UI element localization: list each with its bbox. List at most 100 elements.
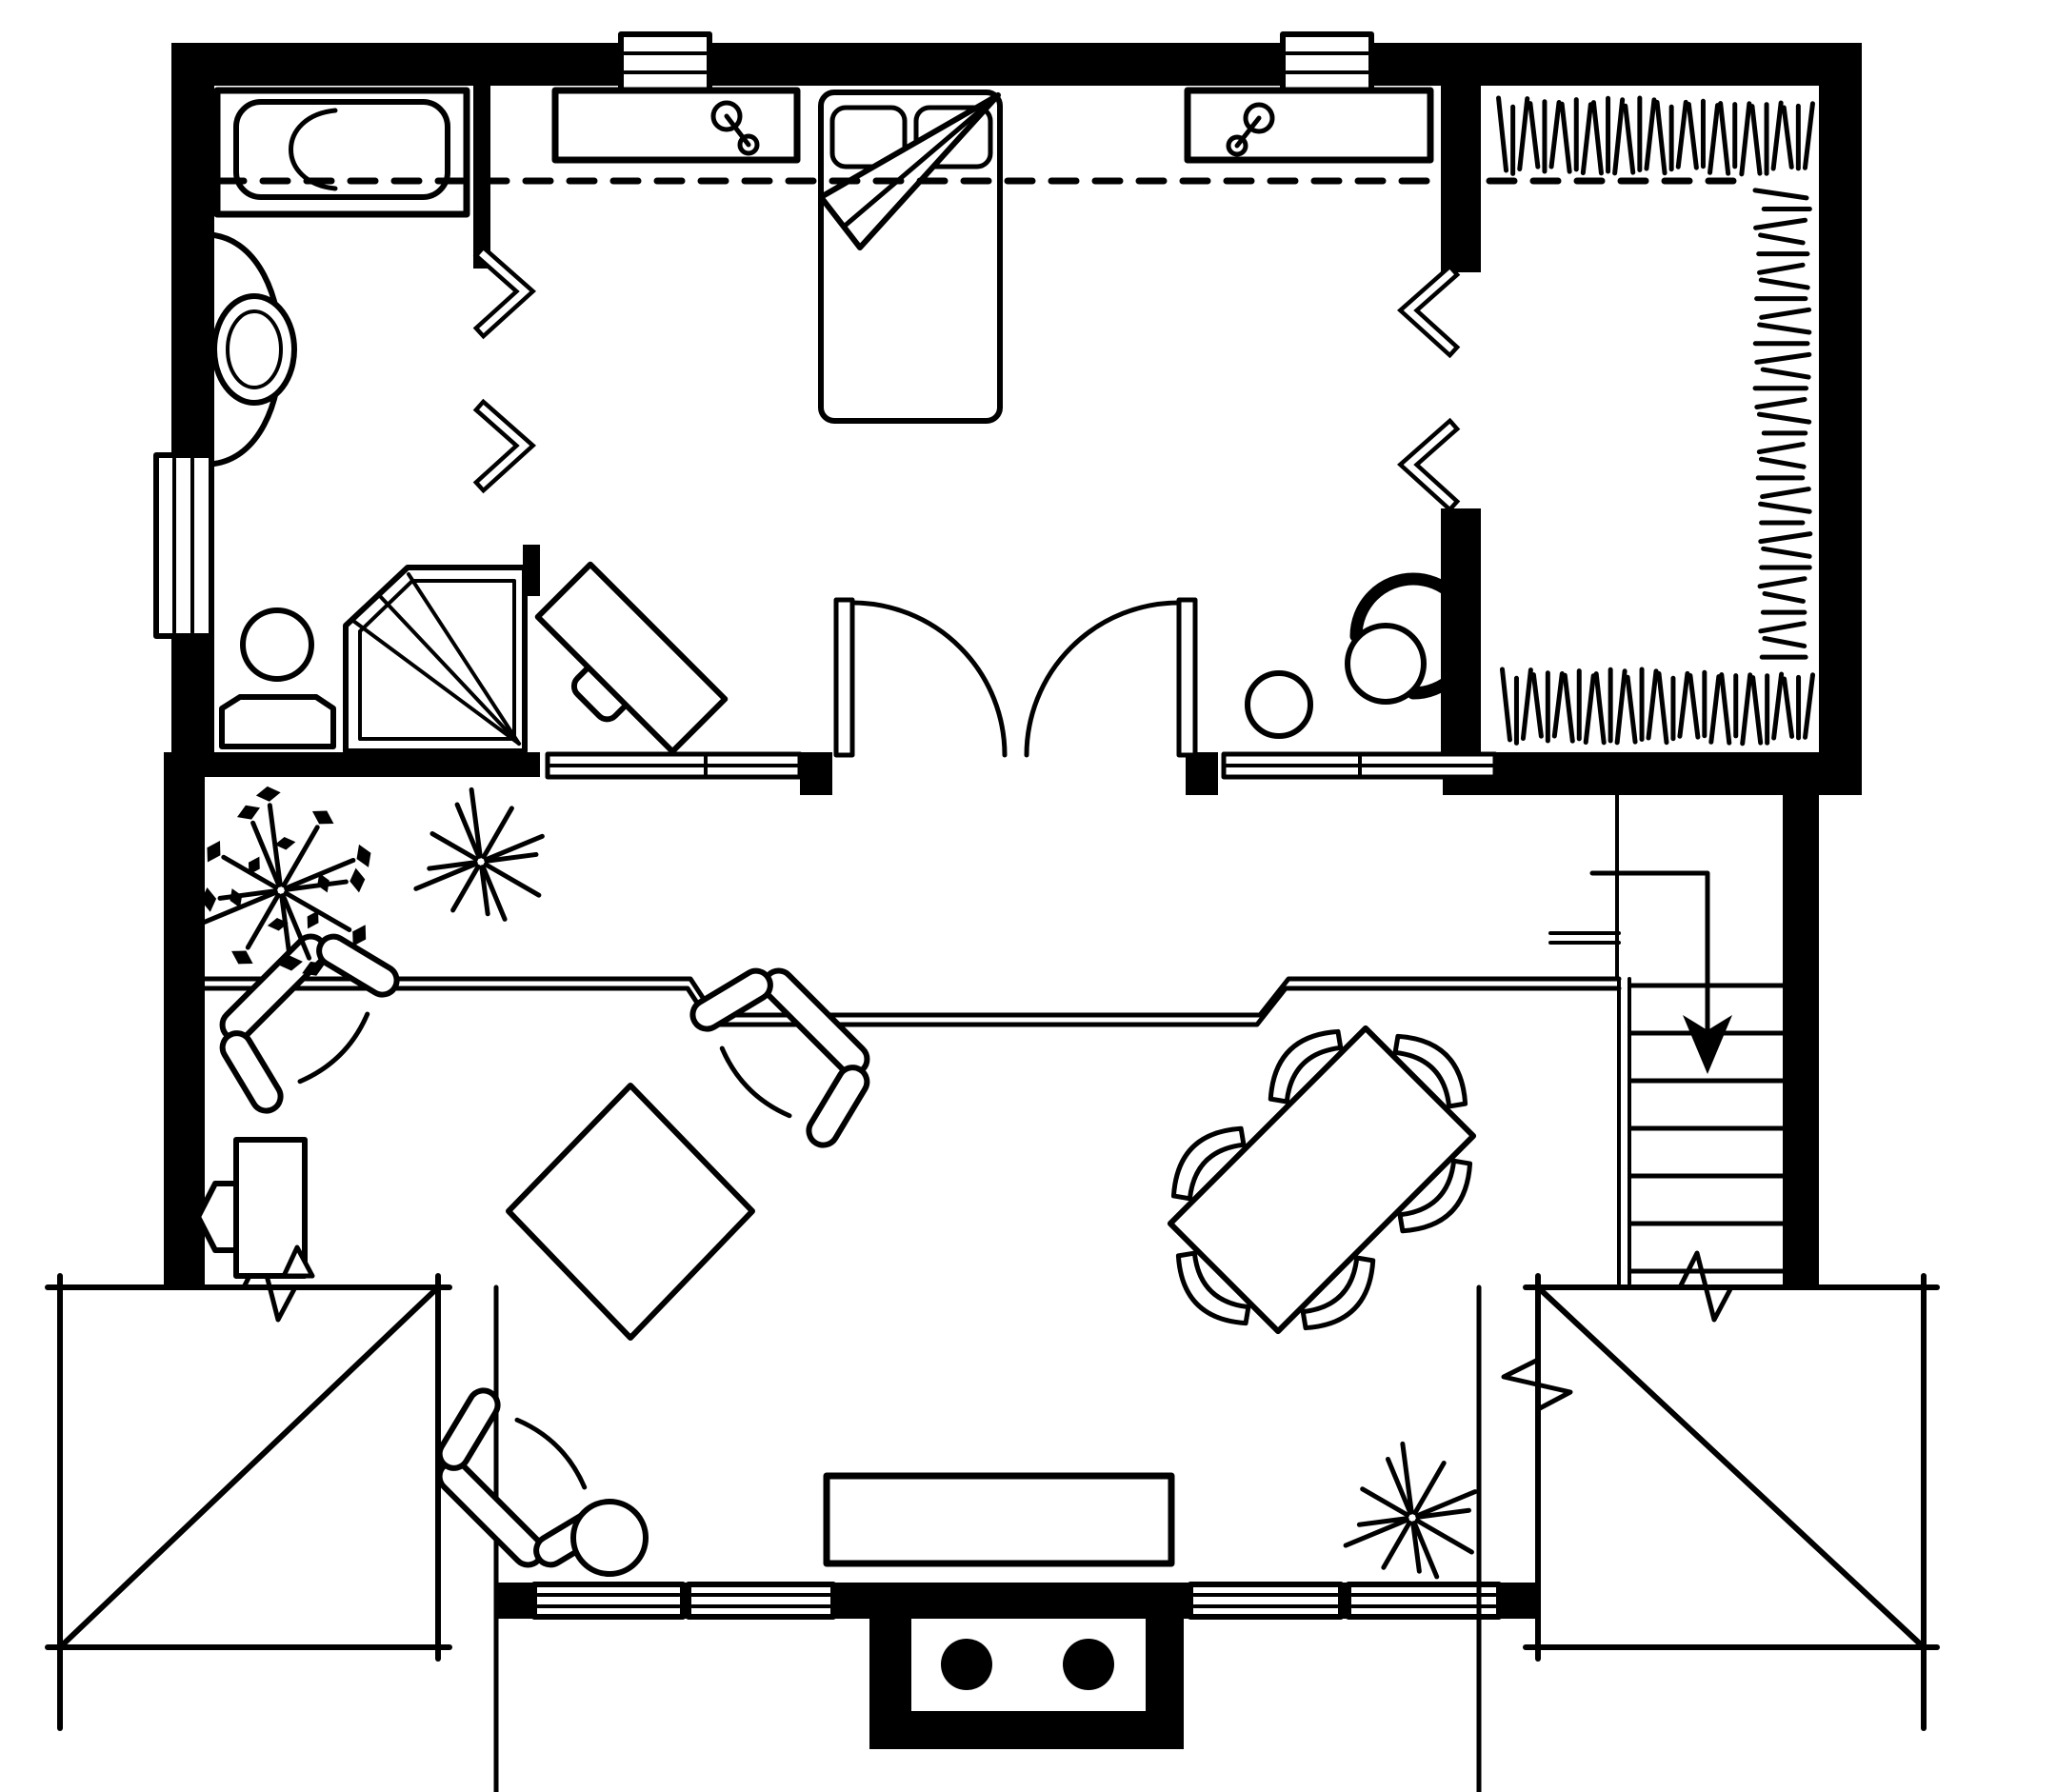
hatch-right-stroke <box>1762 590 1806 604</box>
plant-diamond-ray <box>280 893 312 961</box>
bathtub-inner <box>233 99 450 200</box>
attic-hatch <box>1496 95 1816 747</box>
hatch-top-stroke <box>1718 101 1731 176</box>
plant-star-dining-ray <box>1343 1517 1409 1548</box>
hatch-top-stroke <box>1644 97 1657 171</box>
wall-stair-east <box>1783 795 1819 1289</box>
plant-star-dining-ray <box>1360 1486 1410 1518</box>
hatch-right-stroke <box>1757 262 1806 275</box>
plant-star-dining-ray <box>1400 1441 1414 1515</box>
plant-diamond-diamond <box>248 856 260 875</box>
plant-diamond-diamond <box>317 873 330 893</box>
plant-diamond-diamond <box>237 805 261 820</box>
kneewall-chevron-3-outline <box>1397 263 1461 359</box>
bathtub-outer <box>213 87 470 218</box>
hearth <box>823 1472 1175 1567</box>
plant-star-dining-ray <box>1415 1489 1478 1519</box>
kneewall-chevron-1 <box>472 244 536 340</box>
wall-door-stub-left <box>800 752 832 795</box>
kneewall-chevron-4-outline <box>1397 417 1461 513</box>
kneewall-chevron-4 <box>1397 417 1461 513</box>
shape-0 <box>761 967 870 1077</box>
hatch-bottom-stroke <box>1646 668 1659 741</box>
fireplace <box>823 1472 1184 1749</box>
hatch-bottom-stroke <box>1593 671 1607 746</box>
shape-2 <box>436 1387 501 1471</box>
shape-1 <box>219 1030 284 1114</box>
dresser-left <box>551 87 801 164</box>
shape-3 <box>297 1011 370 1085</box>
window-south-1 <box>531 1582 686 1620</box>
hatch-top-stroke <box>1496 95 1509 173</box>
plant-star-hall-ray <box>454 802 482 859</box>
flue-left <box>941 1639 992 1690</box>
windows <box>153 31 1502 1620</box>
wall-left-mid <box>171 636 214 754</box>
plant-diamond-diamond <box>356 844 371 867</box>
speaker <box>195 1181 239 1253</box>
plant-star-hall-ray <box>484 851 539 864</box>
window-west <box>153 452 214 639</box>
hatch-top-stroke <box>1749 104 1763 176</box>
deck-r-break-top <box>1677 1250 1734 1323</box>
door-leaf-right <box>1176 597 1198 758</box>
kneewall-chevron-4-core <box>1403 424 1454 507</box>
plant-star-hall-ray <box>469 786 483 859</box>
hatch-bottom-stroke <box>1771 671 1785 741</box>
hatch-right-stroke <box>1756 442 1806 455</box>
plant-star-dining-ray <box>1385 1456 1413 1515</box>
stair-down-arrow <box>1589 870 1710 1041</box>
shape-0 <box>436 1459 546 1568</box>
wall-bath-east <box>473 86 490 269</box>
shape-3 <box>514 1417 588 1490</box>
hatch-bottom-stroke <box>1782 676 1795 739</box>
kneewall-chevron-3 <box>1397 263 1461 359</box>
hatch-top-stroke <box>1590 100 1604 176</box>
plant-star-hall-ray <box>484 833 545 863</box>
plant-diamond-ray <box>267 803 283 887</box>
railing-line-b <box>202 986 1622 1027</box>
hatch-top-stroke <box>1528 101 1541 169</box>
dining-table <box>1167 1025 1477 1335</box>
armchair-northwest <box>219 933 400 1114</box>
stair-arrow-head <box>1683 1015 1732 1074</box>
plant-diamond-diamond <box>349 867 366 893</box>
wall-top <box>171 43 1862 86</box>
plant-star-dining-ray <box>1356 1516 1409 1527</box>
hatch-top-stroke <box>1580 102 1593 176</box>
living-room <box>195 933 870 1577</box>
hatch-bottom-stroke <box>1803 672 1816 740</box>
exterior-walls <box>164 43 1862 1619</box>
toilet-bowl <box>240 607 314 682</box>
hatch-bottom-stroke <box>1551 671 1565 739</box>
hatch-top-stroke <box>1559 101 1572 174</box>
dining-chair-5 <box>1392 1033 1468 1109</box>
door-swing-left <box>849 600 1008 758</box>
hatch-bottom-stroke <box>1719 672 1732 746</box>
shower-door-2 <box>377 593 521 746</box>
plant-diamond-ray <box>281 825 320 888</box>
dining-chair-4 <box>1300 1255 1376 1331</box>
deck-r-diagonal <box>1535 1284 1927 1650</box>
window-top-2 <box>1280 31 1374 94</box>
wall-bath-south <box>205 752 540 777</box>
plant-star-dining-ray <box>1414 1518 1474 1555</box>
hatch-bottom-stroke <box>1499 667 1512 743</box>
window-south-4 <box>1346 1582 1502 1620</box>
plant-diamond-ray <box>217 888 278 901</box>
flue-right <box>1063 1639 1114 1690</box>
hatch-top-stroke <box>1517 96 1530 172</box>
hatch-right-stroke <box>1753 217 1808 230</box>
wall-door-stub-right <box>1186 752 1218 795</box>
sink-inner <box>226 309 283 389</box>
hatch-bottom-stroke <box>1625 674 1638 745</box>
plant-diamond-ray <box>250 820 282 887</box>
plant-diamond-diamond <box>311 810 334 825</box>
hatch-top-stroke <box>1623 103 1636 175</box>
railing-line-a <box>202 976 1622 1018</box>
shower-inner <box>358 579 516 741</box>
hatch-bottom-stroke <box>1562 672 1575 744</box>
hatch-bottom <box>1499 667 1816 747</box>
